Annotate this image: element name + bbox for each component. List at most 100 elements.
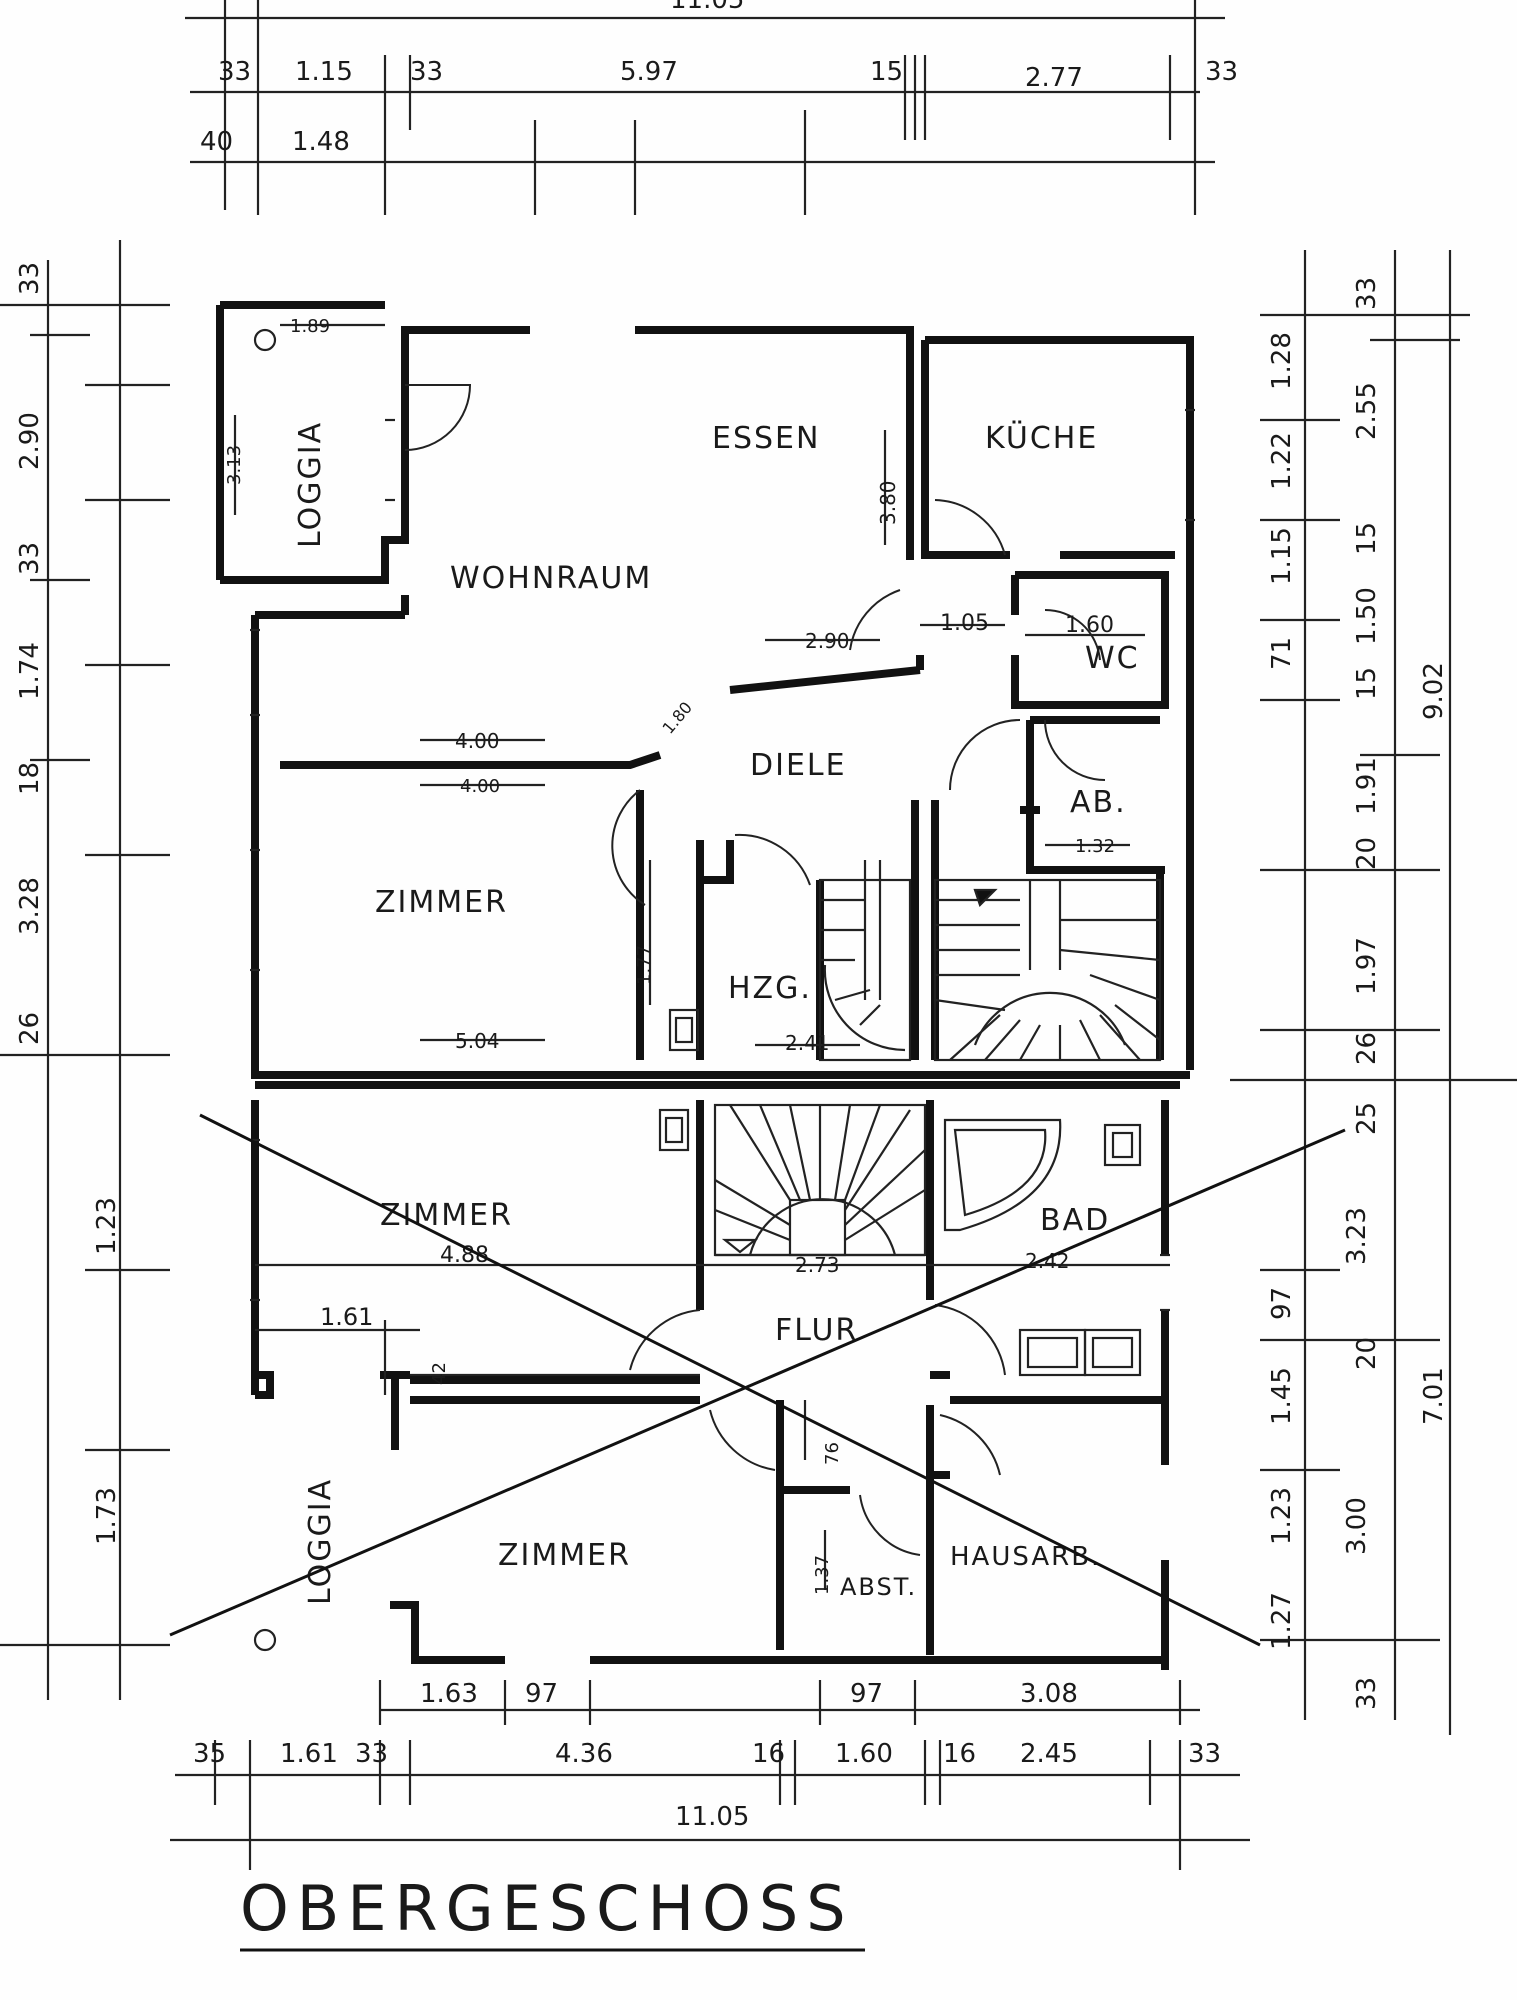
dim-top-3: 33: [410, 57, 443, 87]
room-label-loggia-lower: LOGGIA: [303, 1478, 338, 1605]
dim-ab-w: 1.32: [1075, 836, 1115, 857]
dim-abst-w: 76: [822, 1442, 843, 1465]
dim-left-4: 1.74: [15, 642, 45, 700]
dim-top-8: 40: [200, 127, 233, 157]
dim-hzg-h: 1.77: [634, 945, 655, 985]
staircase-lower: [713, 1103, 927, 1257]
windows: [250, 408, 1195, 1312]
fixtures: [253, 328, 1142, 1652]
room-labels-upper: ESSEN KÜCHE LOGGIA WOHNRAUM WC DIELE AB.…: [293, 420, 1138, 1006]
dim-left-2: 2.90: [15, 412, 45, 470]
dim-bottom-10: 1.60: [835, 1739, 893, 1769]
dim-right-12: 1.97: [1352, 937, 1382, 995]
dim-left-6: 3.28: [15, 877, 45, 935]
dim-hzg-w: 2.41: [785, 1031, 830, 1055]
dim-bottom-1: 1.63: [420, 1679, 478, 1709]
dim-top-4: 5.97: [620, 57, 678, 87]
dim-top-overall: 11.05: [670, 0, 744, 15]
dim-right-9: 15: [1352, 667, 1382, 700]
bottom-dimension-labels: 1.63 97 97 3.08 35 1.61 33 4.36 16 1.60 …: [193, 1679, 1221, 1832]
dim-bottom-2: 97: [525, 1679, 558, 1709]
dim-diag: 1.80: [659, 698, 696, 738]
dim-zimmer-w2: 4.00: [460, 776, 500, 797]
walls-upper-unit: [216, 301, 1194, 1079]
bottom-dimension-lines: [170, 1680, 1250, 1870]
room-label-abst: ABST.: [840, 1573, 917, 1601]
room-label-kueche: KÜCHE: [985, 420, 1098, 456]
dim-right-11: 20: [1352, 837, 1382, 870]
dim-right-21: 1.27: [1267, 1592, 1297, 1650]
dim-right-total-upper: 9.02: [1419, 662, 1449, 720]
dim-right-6: 15: [1352, 522, 1382, 555]
staircase-middle: [818, 860, 912, 1062]
dim-zimmer-up-w: 5.04: [455, 1029, 500, 1053]
doors: [404, 384, 1106, 1556]
room-label-loggia-upper: LOGGIA: [293, 421, 328, 548]
dim-bottom-5: 35: [193, 1739, 226, 1769]
dim-right-13: 26: [1352, 1032, 1382, 1065]
dim-left-8: 1.23: [92, 1197, 122, 1255]
dim-right-20: 3.00: [1342, 1497, 1372, 1555]
dim-right-15: 3.23: [1342, 1207, 1372, 1265]
dim-bottom-3: 97: [850, 1679, 883, 1709]
dim-bottom-7: 33: [355, 1739, 388, 1769]
dim-right-5: 1.15: [1267, 527, 1297, 585]
dim-bottom-9: 16: [752, 1739, 785, 1769]
dim-bottom-6: 1.61: [280, 1739, 338, 1769]
dim-right-3: 2.55: [1352, 382, 1382, 440]
dim-right-16: 97: [1267, 1287, 1297, 1320]
cross-out-lines: [169, 1113, 1346, 1647]
dim-right-7: 1.50: [1352, 587, 1382, 645]
room-labels-lower: ZIMMER BAD FLUR LOGGIA ZIMMER ABST. HAUS…: [303, 1198, 1108, 1605]
interior-dimension-labels: 1.89 3.13 3.80 2.90 1.05 1.60 1.80 4.00 …: [224, 316, 1115, 1595]
dim-wc-door: 1.05: [940, 611, 989, 636]
left-dimension-lines: [0, 240, 170, 1700]
right-dimension-lines: [1230, 250, 1517, 1735]
dim-wc-w: 1.60: [1065, 613, 1114, 638]
right-dimension-labels: 33 1.28 2.55 1.22 1.15 15 1.50 71 15 1.9…: [1267, 277, 1449, 1710]
dim-right-1: 33: [1352, 277, 1382, 310]
room-label-wohnraum: WOHNRAUM: [450, 561, 652, 596]
dim-right-22: 33: [1352, 1677, 1382, 1710]
dim-right-17: 1.45: [1267, 1367, 1297, 1425]
dim-right-14: 25: [1352, 1102, 1382, 1135]
dim-left-1: 33: [15, 262, 45, 295]
dim-top-5: 15: [870, 57, 903, 87]
room-label-hausarb: HAUSARB.: [950, 1542, 1101, 1572]
top-dimension-labels: 11.05 33 1.15 33 5.97 15 2.77 33 40 1.48: [200, 0, 1238, 157]
dim-right-10: 1.91: [1352, 757, 1382, 815]
interior-dim-lines: [233, 323, 1170, 1590]
plan-title: OBERGESCHOSS: [240, 1872, 854, 1945]
dim-loggia-h: 3.13: [224, 445, 245, 485]
dim-wall-small: 42: [429, 1362, 450, 1385]
room-label-zimmer-lower-bottom: ZIMMER: [498, 1538, 631, 1573]
room-label-essen: ESSEN: [712, 421, 820, 456]
room-label-zimmer-upper: ZIMMER: [375, 885, 508, 920]
dim-top-2: 1.15: [295, 57, 353, 87]
top-dimension-lines: [185, 0, 1225, 215]
dim-right-2: 1.28: [1267, 332, 1297, 390]
dim-left-7: 26: [15, 1012, 45, 1045]
staircase-upper: [933, 878, 1162, 1062]
walls-lower-unit: [251, 1081, 1180, 1670]
dim-right-18: 20: [1352, 1337, 1382, 1370]
dim-right-4: 1.22: [1267, 432, 1297, 490]
dim-top-6: 2.77: [1025, 63, 1083, 93]
dim-abst-h: 1.37: [812, 1555, 833, 1595]
dim-top-1: 33: [218, 57, 251, 87]
dim-essen-h: 3.80: [876, 480, 900, 525]
dim-bottom-4: 3.08: [1020, 1679, 1078, 1709]
left-dimension-labels: 33 2.90 33 1.74 18 3.28 26 1.23 1.73: [15, 262, 122, 1545]
dim-right-19: 1.23: [1267, 1487, 1297, 1545]
dim-left-9: 1.73: [92, 1487, 122, 1545]
dim-top-9: 1.48: [292, 127, 350, 157]
room-label-diele: DIELE: [750, 748, 847, 783]
dim-bottom-8: 4.36: [555, 1739, 613, 1769]
room-label-ab: AB.: [1070, 785, 1127, 820]
dim-right-total-lower: 7.01: [1419, 1367, 1449, 1425]
dim-bottom-13: 33: [1188, 1739, 1221, 1769]
dim-bottom-11: 16: [943, 1739, 976, 1769]
dim-left-3: 33: [15, 542, 45, 575]
